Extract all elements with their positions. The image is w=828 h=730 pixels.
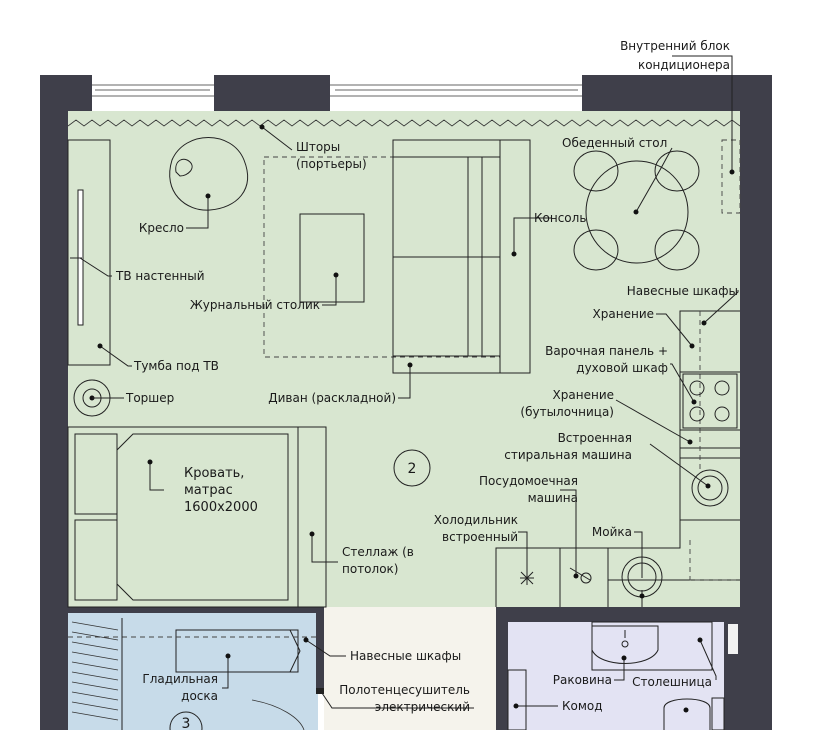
armchair	[169, 137, 249, 211]
washing-machine	[691, 469, 729, 507]
label-countertop: Столешница	[632, 675, 712, 689]
label-washer-2: стиральная машина	[504, 448, 632, 462]
label-shelving-2: потолок)	[342, 562, 398, 576]
label-floor-lamp: Торшер	[125, 391, 174, 405]
label-curtains-1: Шторы	[296, 140, 340, 154]
label-storage-bottles-1: Хранение	[553, 388, 614, 402]
label-hob-1: Варочная панель +	[545, 344, 668, 358]
label-ac-unit-1: Внутренний блок	[620, 39, 730, 53]
label-shelving-1: Стеллаж (в	[342, 545, 414, 559]
label-bed-2: матрас	[184, 483, 233, 498]
label-bed-3: 1600х2000	[184, 500, 258, 515]
label-storage-bottles-2: (бутылочница)	[520, 405, 614, 419]
wall-top-left	[40, 75, 92, 111]
room-3-circle	[169, 711, 203, 730]
wall-left	[40, 75, 68, 730]
label-wall-cabinets-top: Навесные шкафы	[627, 284, 738, 298]
bathroom-area	[508, 622, 724, 730]
dining-table	[573, 150, 700, 271]
label-hob-2: духовой шкаф	[576, 361, 668, 375]
hob	[682, 373, 738, 429]
label-ironing-2: доска	[181, 689, 218, 703]
label-sofa: Диван (раскладной)	[268, 391, 396, 405]
shelving	[297, 426, 327, 608]
wall-bath-top	[496, 607, 740, 622]
label-ironing-1: Гладильная	[142, 672, 218, 686]
label-curtains-2: (портьеры)	[296, 157, 367, 171]
hall-wardrobe	[71, 618, 123, 730]
curtains-zigzag	[67, 119, 741, 127]
label-wall-cabinets-bottom: Навесные шкафы	[350, 649, 461, 663]
window-left	[92, 78, 214, 108]
wall-bath-left	[496, 607, 508, 730]
label-washbasin: Раковина	[553, 673, 612, 687]
label-console: Консоль	[534, 211, 586, 225]
ac-indoor-unit	[721, 139, 741, 214]
label-fridge-2: встроенный	[442, 530, 518, 544]
label-towel-1: Полотенцесушитель	[339, 683, 470, 697]
label-towel-2: электрический	[375, 700, 470, 714]
wall-horizontal-left	[40, 607, 320, 613]
corridor-area	[324, 607, 496, 730]
coffee-table	[299, 213, 365, 303]
bath-vent	[728, 624, 738, 654]
label-storage-top: Хранение	[593, 307, 654, 321]
bath-countertop	[591, 621, 713, 671]
kitchen-counter	[495, 310, 740, 607]
window-right	[330, 78, 582, 108]
label-sink: Мойка	[592, 525, 632, 539]
chest-of-drawers	[507, 669, 527, 730]
label-dishwasher-2: машина	[528, 491, 578, 505]
label-bed-1: Кровать,	[184, 466, 244, 481]
label-chest: Комод	[562, 699, 603, 713]
label-fridge-1: Холодильник	[434, 513, 518, 527]
wall-top-right	[582, 75, 772, 111]
washbasin	[591, 625, 659, 664]
living-room-area	[68, 111, 740, 607]
leader-dots	[97, 124, 735, 713]
tv-stand	[67, 139, 111, 366]
wall-right	[740, 75, 772, 730]
label-dining-table: Обеденный стол	[562, 136, 667, 150]
sofa	[392, 139, 531, 374]
leader-lines	[79, 55, 739, 709]
wall-top-mid	[214, 75, 330, 111]
towel-dryer	[316, 688, 324, 694]
bed	[67, 426, 299, 608]
label-armchair: Кресло	[139, 221, 184, 235]
label-tv-stand: Тумба под ТВ	[133, 359, 219, 373]
toilet	[663, 697, 725, 730]
ironing-board	[175, 629, 301, 673]
door-swing	[251, 699, 305, 730]
room-2-circle	[393, 449, 431, 487]
dishwasher-symbol	[569, 567, 592, 584]
label-washer-1: Встроенная	[558, 431, 632, 445]
label-ac-unit-2: кондиционера	[638, 58, 730, 72]
room-number-3: 3	[182, 716, 191, 730]
label-dishwasher-1: Посудомоечная	[479, 474, 578, 488]
room-number-2: 2	[408, 461, 417, 477]
label-coffee-table: Журнальный столик	[190, 298, 320, 312]
label-tv-wall: ТВ настенный	[115, 269, 205, 283]
